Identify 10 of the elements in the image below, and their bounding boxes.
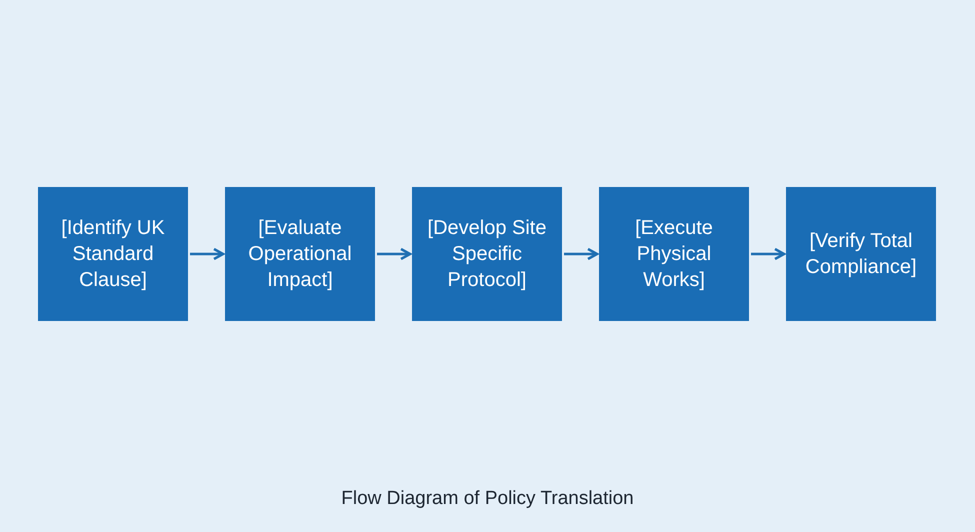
process-box: [Develop Site Specific Protocol]	[412, 187, 562, 321]
process-box: [Execute Physical Works]	[599, 187, 749, 321]
arrow	[190, 248, 224, 260]
process-box: [Identify UK Standard Clause]	[38, 187, 188, 321]
arrow	[751, 248, 786, 260]
process-box: [Verify Total Compliance]	[786, 187, 936, 321]
caption: Flow Diagram of Policy Translation	[341, 487, 634, 511]
arrow	[564, 248, 598, 260]
process-box: [Evaluate Operational Impact]	[225, 187, 375, 321]
arrow	[377, 248, 412, 260]
